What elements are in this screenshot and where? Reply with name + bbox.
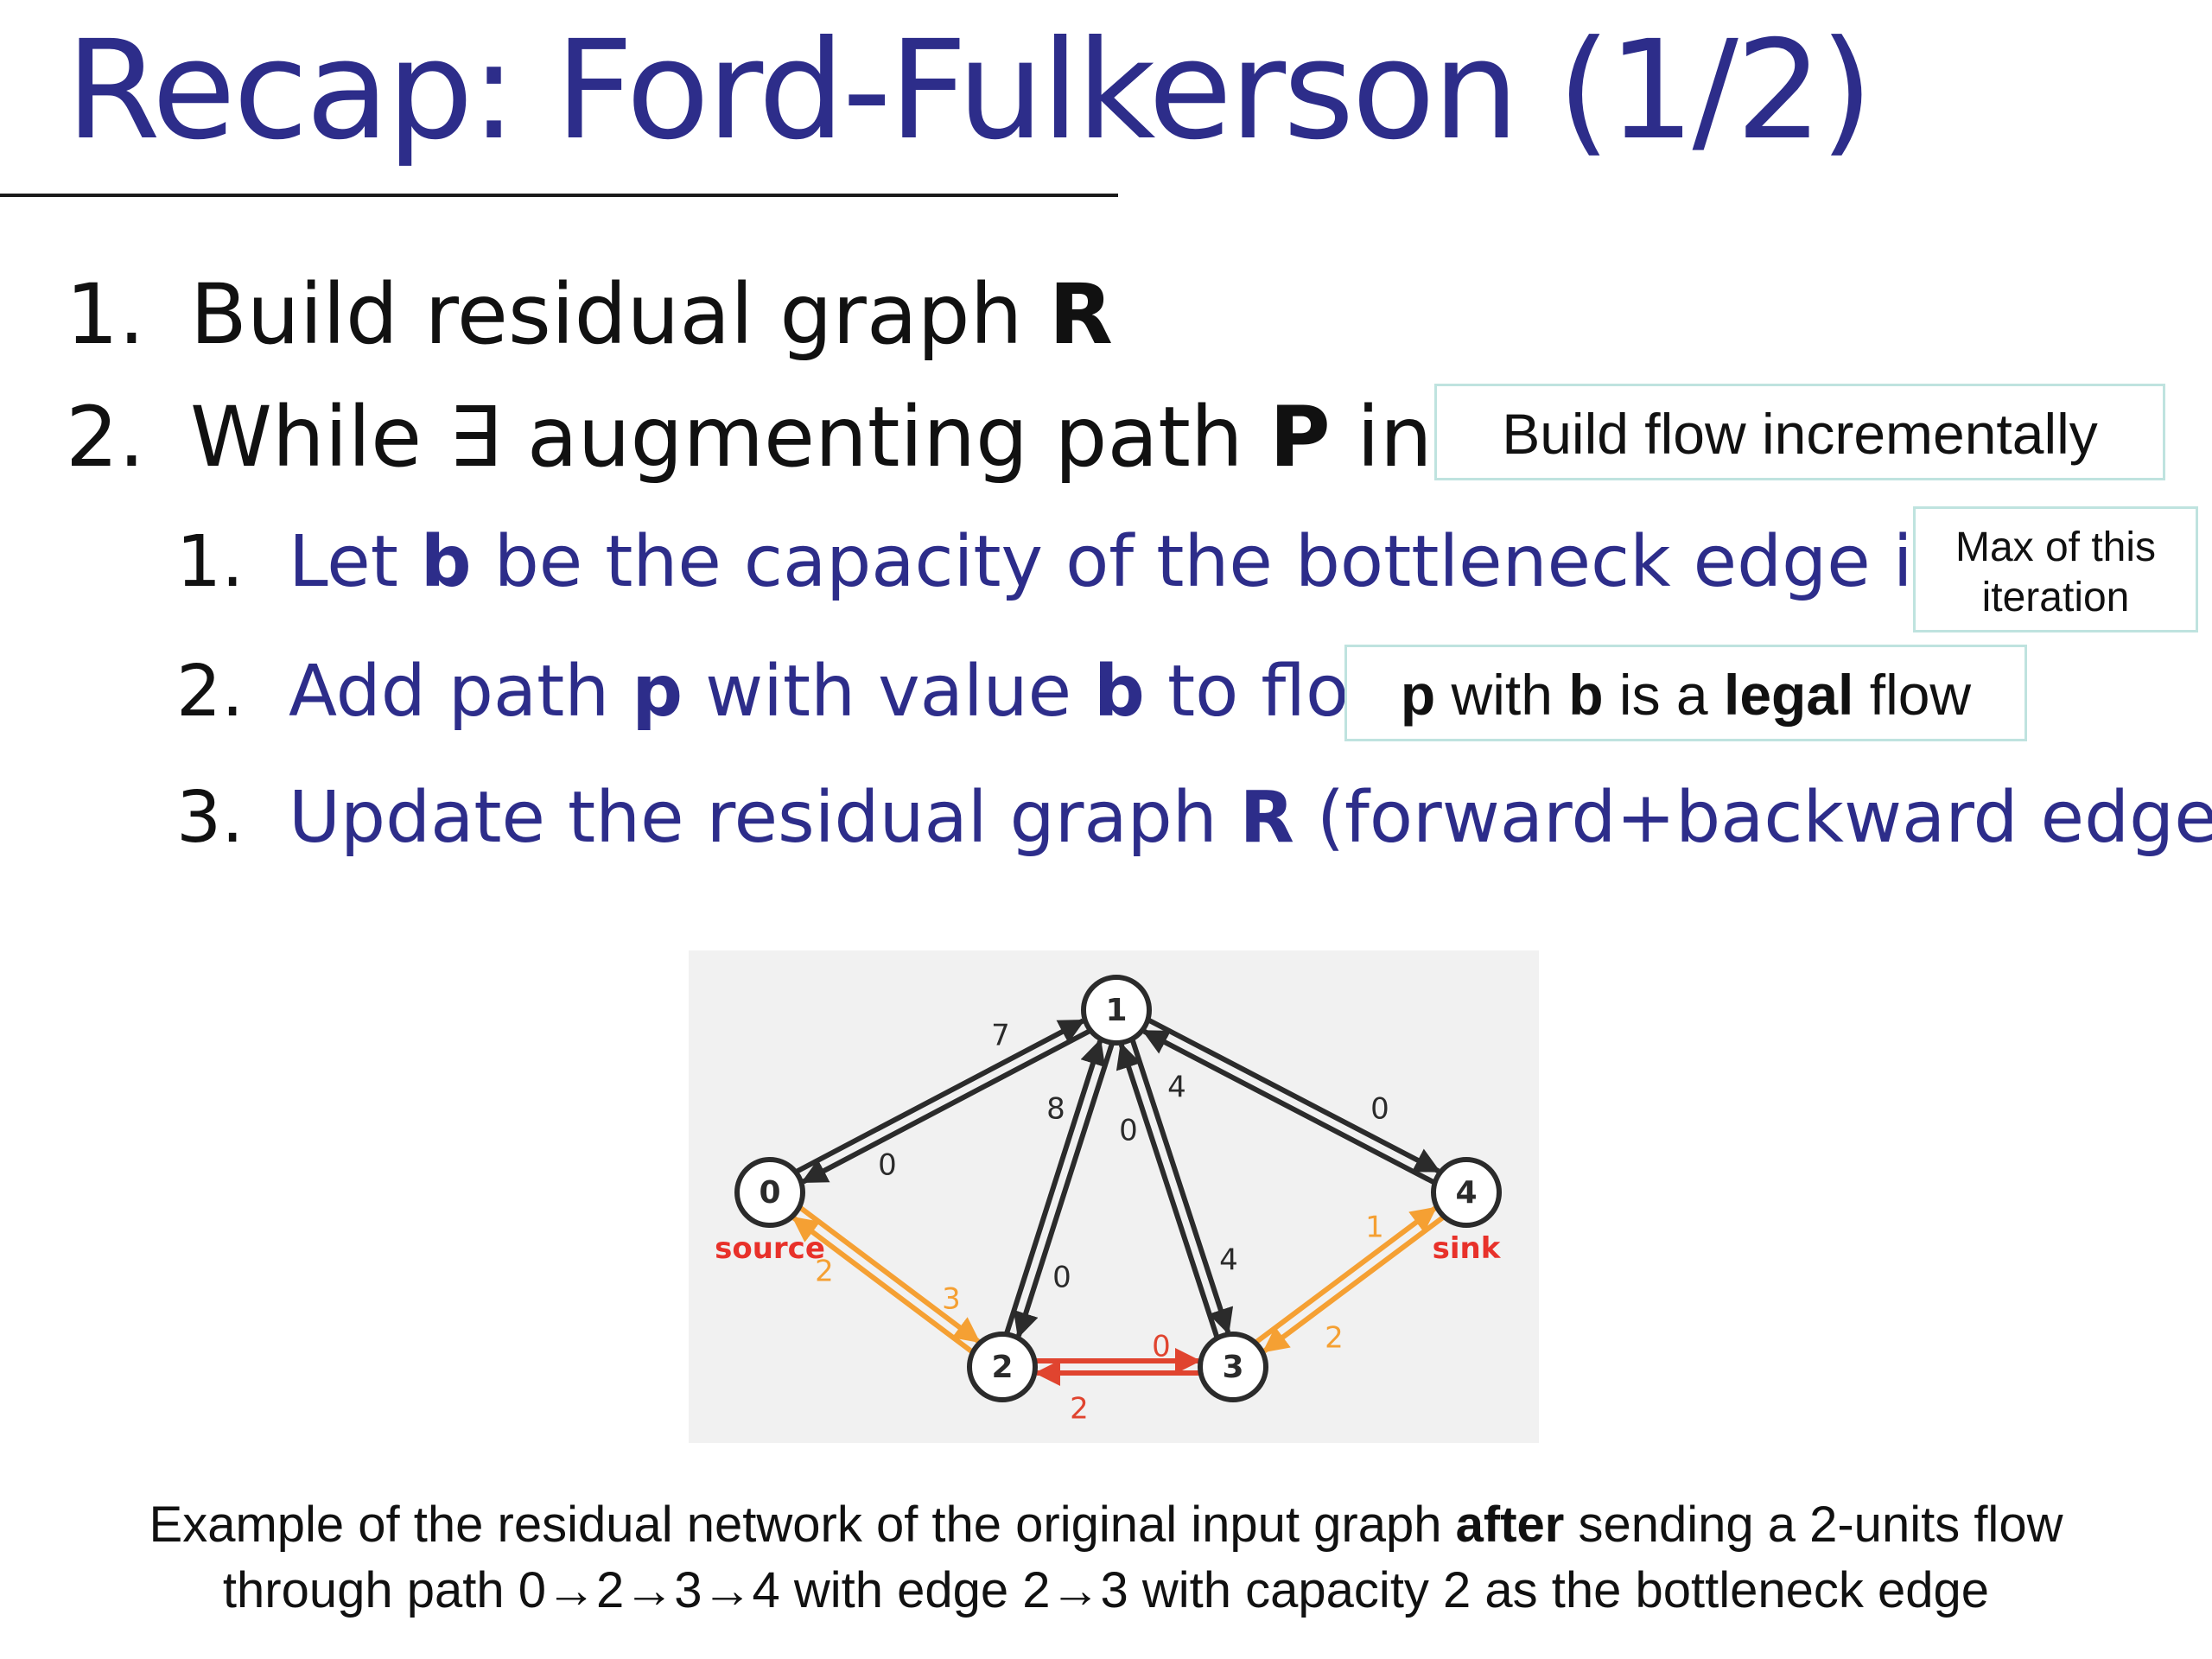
step-1-bold-r: R <box>1048 266 1113 363</box>
edge-label-1-3-back: 4 <box>1219 1243 1238 1278</box>
substep-1-b1: b <box>420 521 472 603</box>
title-underline <box>0 194 1118 197</box>
edge-label-0-2-back: 2 <box>815 1255 834 1289</box>
caption-pre: Example of the residual network of the o… <box>149 1497 1456 1553</box>
node-1 <box>1081 975 1152 1046</box>
node-0 <box>734 1157 805 1228</box>
callout-max-iteration: Max of this iteration <box>1913 506 2198 632</box>
edge-label-1-2-back: 0 <box>1052 1261 1071 1295</box>
edge-3-4-backward <box>1262 1214 1446 1354</box>
edge-1-4-forward <box>1147 1017 1441 1173</box>
edge-label-0-1-back: 0 <box>878 1148 897 1183</box>
substep-1-number: 1. <box>176 521 245 603</box>
caption-line-1: Example of the residual network of the o… <box>0 1500 2212 1550</box>
substep-2-text: Add path p with value b to flow <box>289 657 1407 728</box>
node-label-2: 2 <box>991 1350 1013 1385</box>
node-3 <box>1198 1332 1268 1402</box>
substep-3-t2: (forward+backward edges) <box>1294 777 2212 859</box>
legal-t2: is a <box>1603 663 1724 727</box>
caption-post: sending a 2-units flow <box>1564 1497 2063 1553</box>
node-label-1: 1 <box>1105 993 1127 1028</box>
substep-3-b1: R <box>1239 777 1294 859</box>
edge-1-3-forward <box>1129 1039 1234 1335</box>
edge-0-2-backward <box>791 1216 975 1355</box>
edge-label-3-4-back: 2 <box>1325 1321 1344 1356</box>
edge-label-1-4-back: 0 <box>1370 1092 1389 1127</box>
substep-1-t1: Let <box>289 521 421 603</box>
callout-max-line1: Max of this <box>1955 524 2157 570</box>
node-2 <box>967 1332 1038 1402</box>
node-4 <box>1431 1157 1502 1228</box>
edge-1-4-backward <box>1141 1029 1436 1185</box>
edge-0-1-backward <box>801 1028 1092 1185</box>
edge-0-2-forward <box>798 1205 981 1344</box>
edge-label-3-4-fwd: 1 <box>1365 1211 1384 1245</box>
slide-title: Recap: Ford-Fulkerson (1/2) <box>66 11 1873 170</box>
edge-3-4-forward <box>1254 1205 1438 1345</box>
step-2-text: While ∃ augmenting path P in R <box>190 396 1522 479</box>
substep-3-number: 3. <box>176 777 245 859</box>
source-tag: source <box>715 1231 825 1266</box>
edge-label-2-3-fwd: 0 <box>1152 1330 1171 1364</box>
legal-b1: p <box>1400 663 1436 727</box>
edge-label-1-3-fwd: 0 <box>1119 1114 1138 1148</box>
substep-3-t1: Update the residual graph <box>289 777 1240 859</box>
substep-2-number: 2. <box>176 651 245 733</box>
substep-1-text: Let b be the capacity of the bottleneck … <box>289 527 2032 598</box>
node-label-3: 3 <box>1222 1350 1243 1385</box>
edge-0-1-forward <box>794 1018 1085 1174</box>
substep-2-b1: p <box>632 651 683 733</box>
step-1-number: 1. <box>66 266 145 363</box>
sink-tag: sink <box>1433 1231 1502 1266</box>
legal-b3: legal <box>1723 663 1854 727</box>
step-2-bold-p: P <box>1269 389 1331 486</box>
caption-line-2: through path 0→2→3→4 with edge 2→3 with … <box>222 1562 1990 1618</box>
edge-1-2-forward <box>1013 1042 1115 1338</box>
substep-1-t2: be the capacity of the bottleneck edge i… <box>471 521 1980 603</box>
legal-b2: b <box>1568 663 1604 727</box>
edge-1-3-backward <box>1116 1042 1220 1338</box>
step-1-label: Build residual graph <box>190 266 1049 363</box>
node-label-4: 4 <box>1455 1175 1477 1211</box>
edge-label-0-2-fwd: 3 <box>942 1282 961 1317</box>
callout-legal-flow: p with b is a legal flow <box>1344 645 2027 741</box>
caption-bold: after <box>1455 1497 1565 1553</box>
edge-label-2-3-back: 2 <box>1070 1392 1089 1427</box>
step-2-label: While ∃ augmenting path <box>190 389 1270 486</box>
step-1-text: Build residual graph R <box>190 273 1113 356</box>
legal-t3: flow <box>1853 663 1972 727</box>
substep-2-t1: Add path <box>289 651 632 733</box>
node-label-0: 0 <box>759 1175 780 1211</box>
edge-label-1-4-fwd: 4 <box>1167 1071 1186 1105</box>
substep-2-b2: b <box>1094 651 1145 733</box>
step-2-number: 2. <box>66 389 145 486</box>
edge-label-1-2-fwd: 8 <box>1046 1092 1065 1127</box>
callout-build-flow: Build flow incrementally <box>1434 384 2165 480</box>
edge-1-2-backward <box>1004 1039 1106 1335</box>
legal-t1: with <box>1435 663 1569 727</box>
step-2-mid: in <box>1330 389 1459 486</box>
substep-2-t2: with value <box>683 651 1095 733</box>
edge-label-0-1-fwd: 7 <box>991 1019 1010 1053</box>
substep-3-text: Update the residual graph R (forward+bac… <box>289 783 2212 854</box>
callout-max-line2: iteration <box>1981 575 2130 620</box>
